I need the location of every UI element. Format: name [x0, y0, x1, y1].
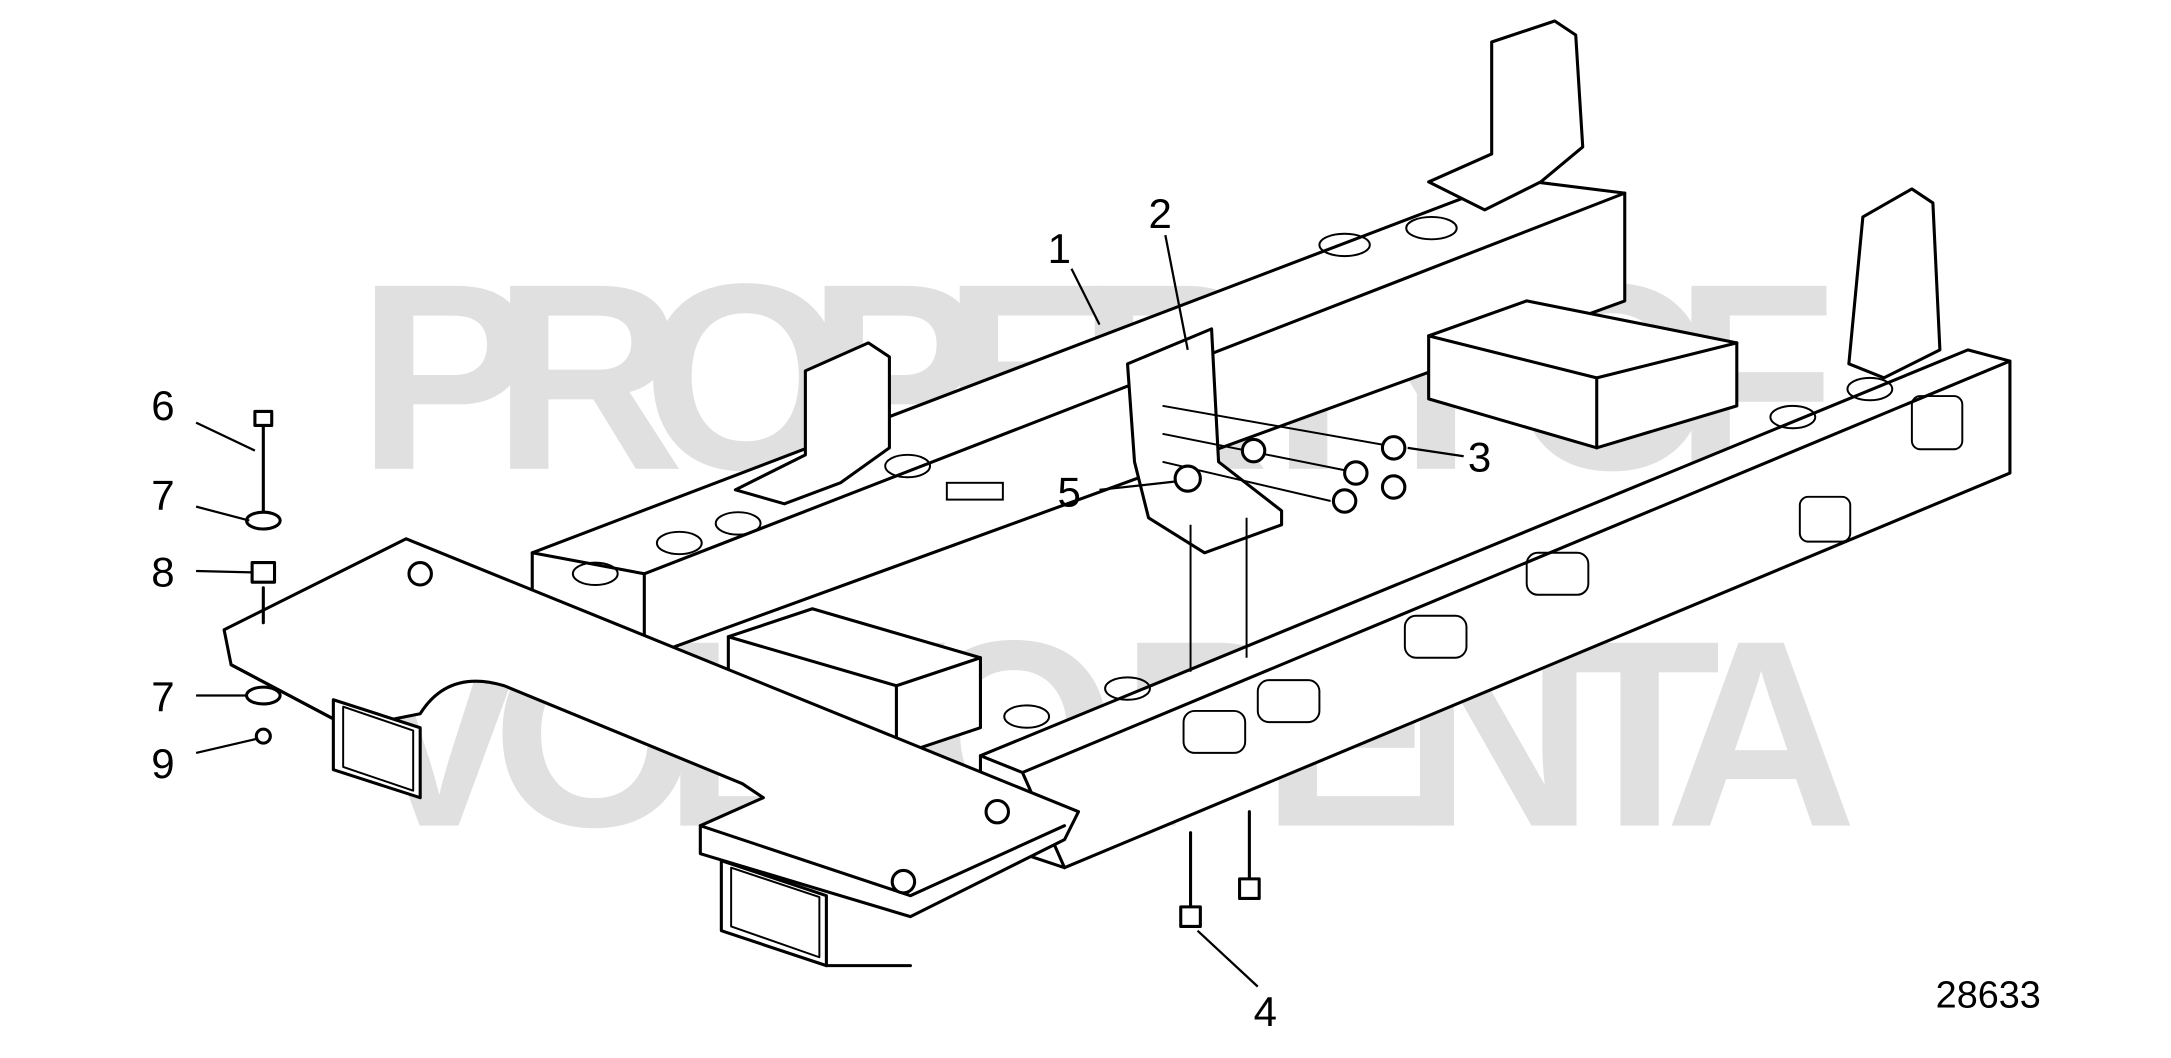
callout-9: 9 [151, 740, 174, 787]
callouts: 1 2 3 4 5 6 7 8 7 9 [151, 190, 1491, 1035]
callout-8: 8 [151, 548, 174, 595]
engine-bed-frame [222, 19, 2012, 968]
callout-5: 5 [1057, 469, 1080, 516]
callout-6: 6 [151, 382, 174, 429]
bracket-part-2 [1125, 327, 1284, 555]
callout-7-lower: 7 [151, 673, 174, 720]
callout-7-upper: 7 [151, 471, 174, 518]
callout-2: 2 [1149, 190, 1172, 237]
fasteners [244, 404, 1407, 928]
callout-4: 4 [1254, 988, 1277, 1035]
holes [571, 215, 1964, 754]
diagram-reference-number: 28633 [1936, 975, 2041, 1017]
front-crossmember-plate [222, 537, 1081, 919]
callout-1: 1 [1048, 225, 1071, 272]
mount-brackets [733, 19, 1942, 555]
callout-3: 3 [1468, 434, 1491, 481]
